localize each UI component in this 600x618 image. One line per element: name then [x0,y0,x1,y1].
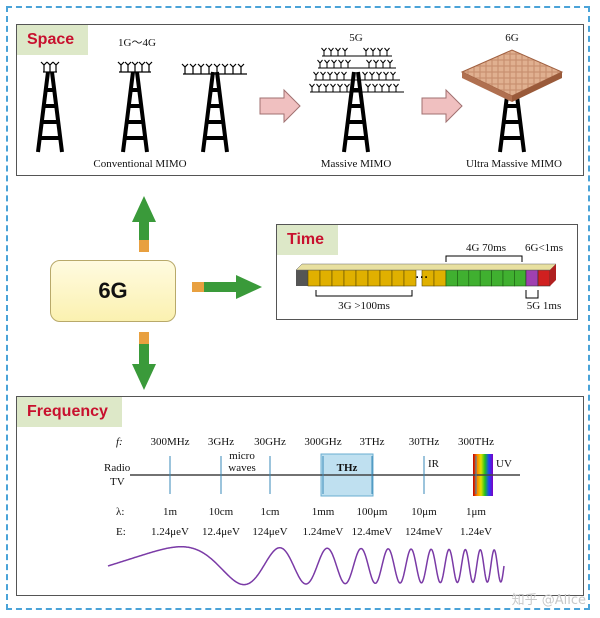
space-arrow-1 [259,88,301,124]
wavelengths-1: 10cm [208,506,234,518]
freqs-1: 3GHz [207,436,235,448]
tower-1 [36,61,64,154]
wavelengths-4: 100μm [356,506,388,518]
band-label-1g-4g: 1G～4G [118,37,156,49]
space-title: Space [17,25,89,55]
freqs-5: 30THz [408,436,440,448]
time-title: Time [277,225,339,255]
radio-label: Radio [104,462,131,474]
space-arrow-2 [421,88,463,124]
ultra-massive-mimo-label: Ultra Massive MIMO [466,158,562,170]
energy-symbol: E: [116,526,126,538]
time-5g-label: 5G 1ms [526,300,562,312]
energies-0: 1.24μeV [151,526,189,538]
ir-label: IR [428,458,439,470]
time-3g-label: 3G >100ms [338,300,390,312]
freqs-6: 300THz [457,436,495,448]
wavelengths-5: 10μm [411,506,437,518]
time-6g-label: 6G<1ms [525,242,563,254]
freqs-0: 300MHz [150,436,190,448]
freqs-3: 300GHz [304,436,342,448]
frequency-symbol: f: [116,436,123,448]
energies-2: 124μeV [252,526,288,538]
energies-1: 12.4μeV [202,526,240,538]
frequency-title: Frequency [17,397,122,427]
space-panel: Space [16,24,584,176]
wavelength-symbol: λ: [116,506,125,518]
wavelengths-0: 1m [162,506,178,518]
wavelengths-3: 1mm [311,506,335,518]
massive-mimo-label: Massive MIMO [320,158,392,170]
ultra-massive-mimo-tower [460,49,564,154]
wavelengths-2: 1cm [260,506,280,518]
freqs-4: 3THz [359,436,385,448]
outer-frame [6,6,590,610]
massive-mimo-tower: •••••••••••• [309,47,404,154]
conventional-mimo-label: Conventional MIMO [93,158,187,170]
tv-label: TV [110,476,125,488]
uv-label: UV [496,458,512,470]
tower-3 [181,63,247,154]
frequency-panel: Frequency [16,396,584,596]
energies-3: 1.24meV [302,526,344,538]
energies-4: 12.4meV [351,526,393,538]
energies-6: 1.24eV [459,526,493,538]
svg-text:···: ··· [415,270,428,286]
waves-label: waves [228,462,256,474]
tower-2 [117,61,153,154]
time-4g-label: 4G 70ms [465,242,507,254]
label-6g: 6G [505,32,519,44]
freqs-2: 30GHz [254,436,286,448]
em-wave [107,545,505,586]
label-5g: 5G [349,32,363,44]
core-6g-label: 6G [98,278,128,303]
watermark: 知乎 @Alice [511,593,586,608]
wavelengths-6: 1μm [466,506,486,518]
energies-5: 124meV [405,526,443,538]
core-6g-box: 6G [50,260,176,322]
micro-label: micro [229,450,255,462]
time-bar [295,263,557,287]
thz-label: THz [336,462,358,474]
